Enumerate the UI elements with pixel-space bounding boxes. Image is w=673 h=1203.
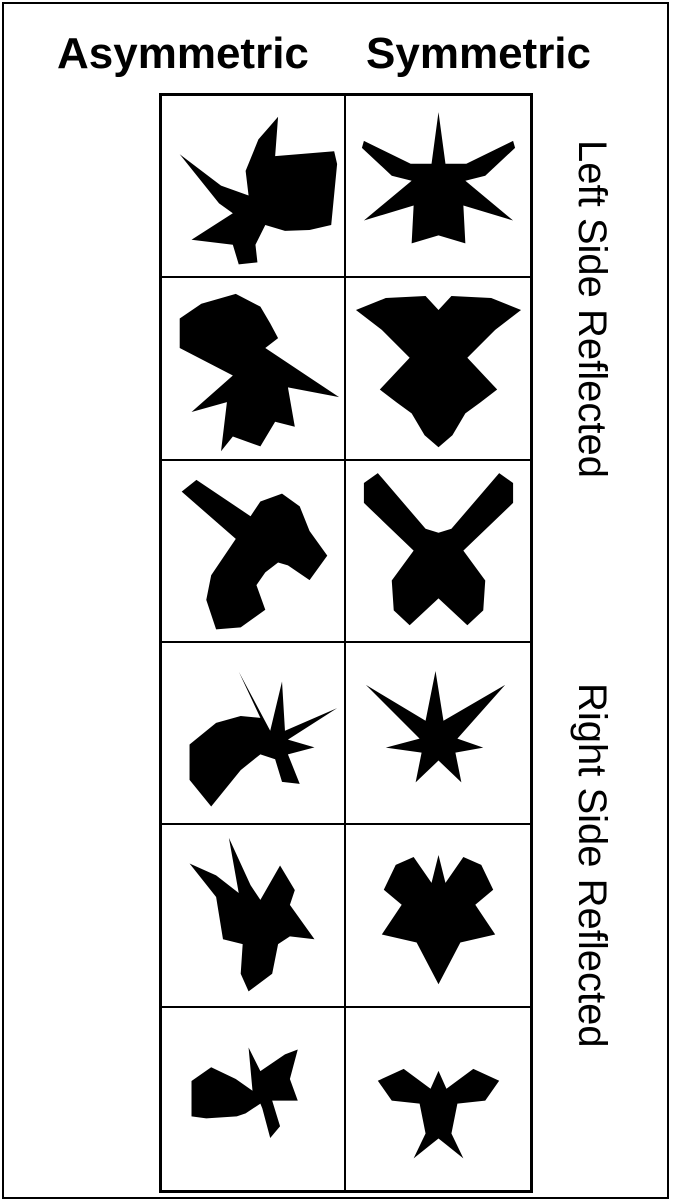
shape-grid	[159, 93, 533, 1193]
column-header-symmetric: Symmetric	[366, 32, 591, 76]
cell-row6-asymmetric	[162, 1008, 346, 1190]
cell-row1-symmetric	[346, 96, 530, 278]
cell-row5-symmetric	[346, 825, 530, 1007]
cell-row2-asymmetric	[162, 278, 346, 460]
asymmetric-shape-4	[162, 643, 344, 823]
symmetric-shape-1	[346, 96, 530, 276]
symmetric-shape-5	[346, 825, 530, 1005]
cell-row3-asymmetric	[162, 461, 346, 643]
cell-row2-symmetric	[346, 278, 530, 460]
cell-row6-symmetric	[346, 1008, 530, 1190]
symmetric-shape-3	[346, 461, 530, 641]
row-group-label-right-side-reflected: Right Side Reflected	[572, 683, 612, 1048]
cell-row4-symmetric	[346, 643, 530, 825]
asymmetric-shape-1	[162, 96, 344, 276]
symmetric-shape-2	[346, 278, 530, 458]
cell-row5-asymmetric	[162, 825, 346, 1007]
column-header-asymmetric: Asymmetric	[57, 32, 309, 76]
cell-row3-symmetric	[346, 461, 530, 643]
cell-row1-asymmetric	[162, 96, 346, 278]
cell-row4-asymmetric	[162, 643, 346, 825]
row-group-label-left-side-reflected: Left Side Reflected	[572, 140, 612, 478]
asymmetric-shape-5	[162, 825, 344, 1005]
asymmetric-shape-2	[162, 278, 344, 458]
symmetric-shape-6	[346, 1008, 530, 1190]
asymmetric-shape-6	[162, 1008, 344, 1190]
symmetric-shape-4	[346, 643, 530, 823]
asymmetric-shape-3	[162, 461, 344, 641]
